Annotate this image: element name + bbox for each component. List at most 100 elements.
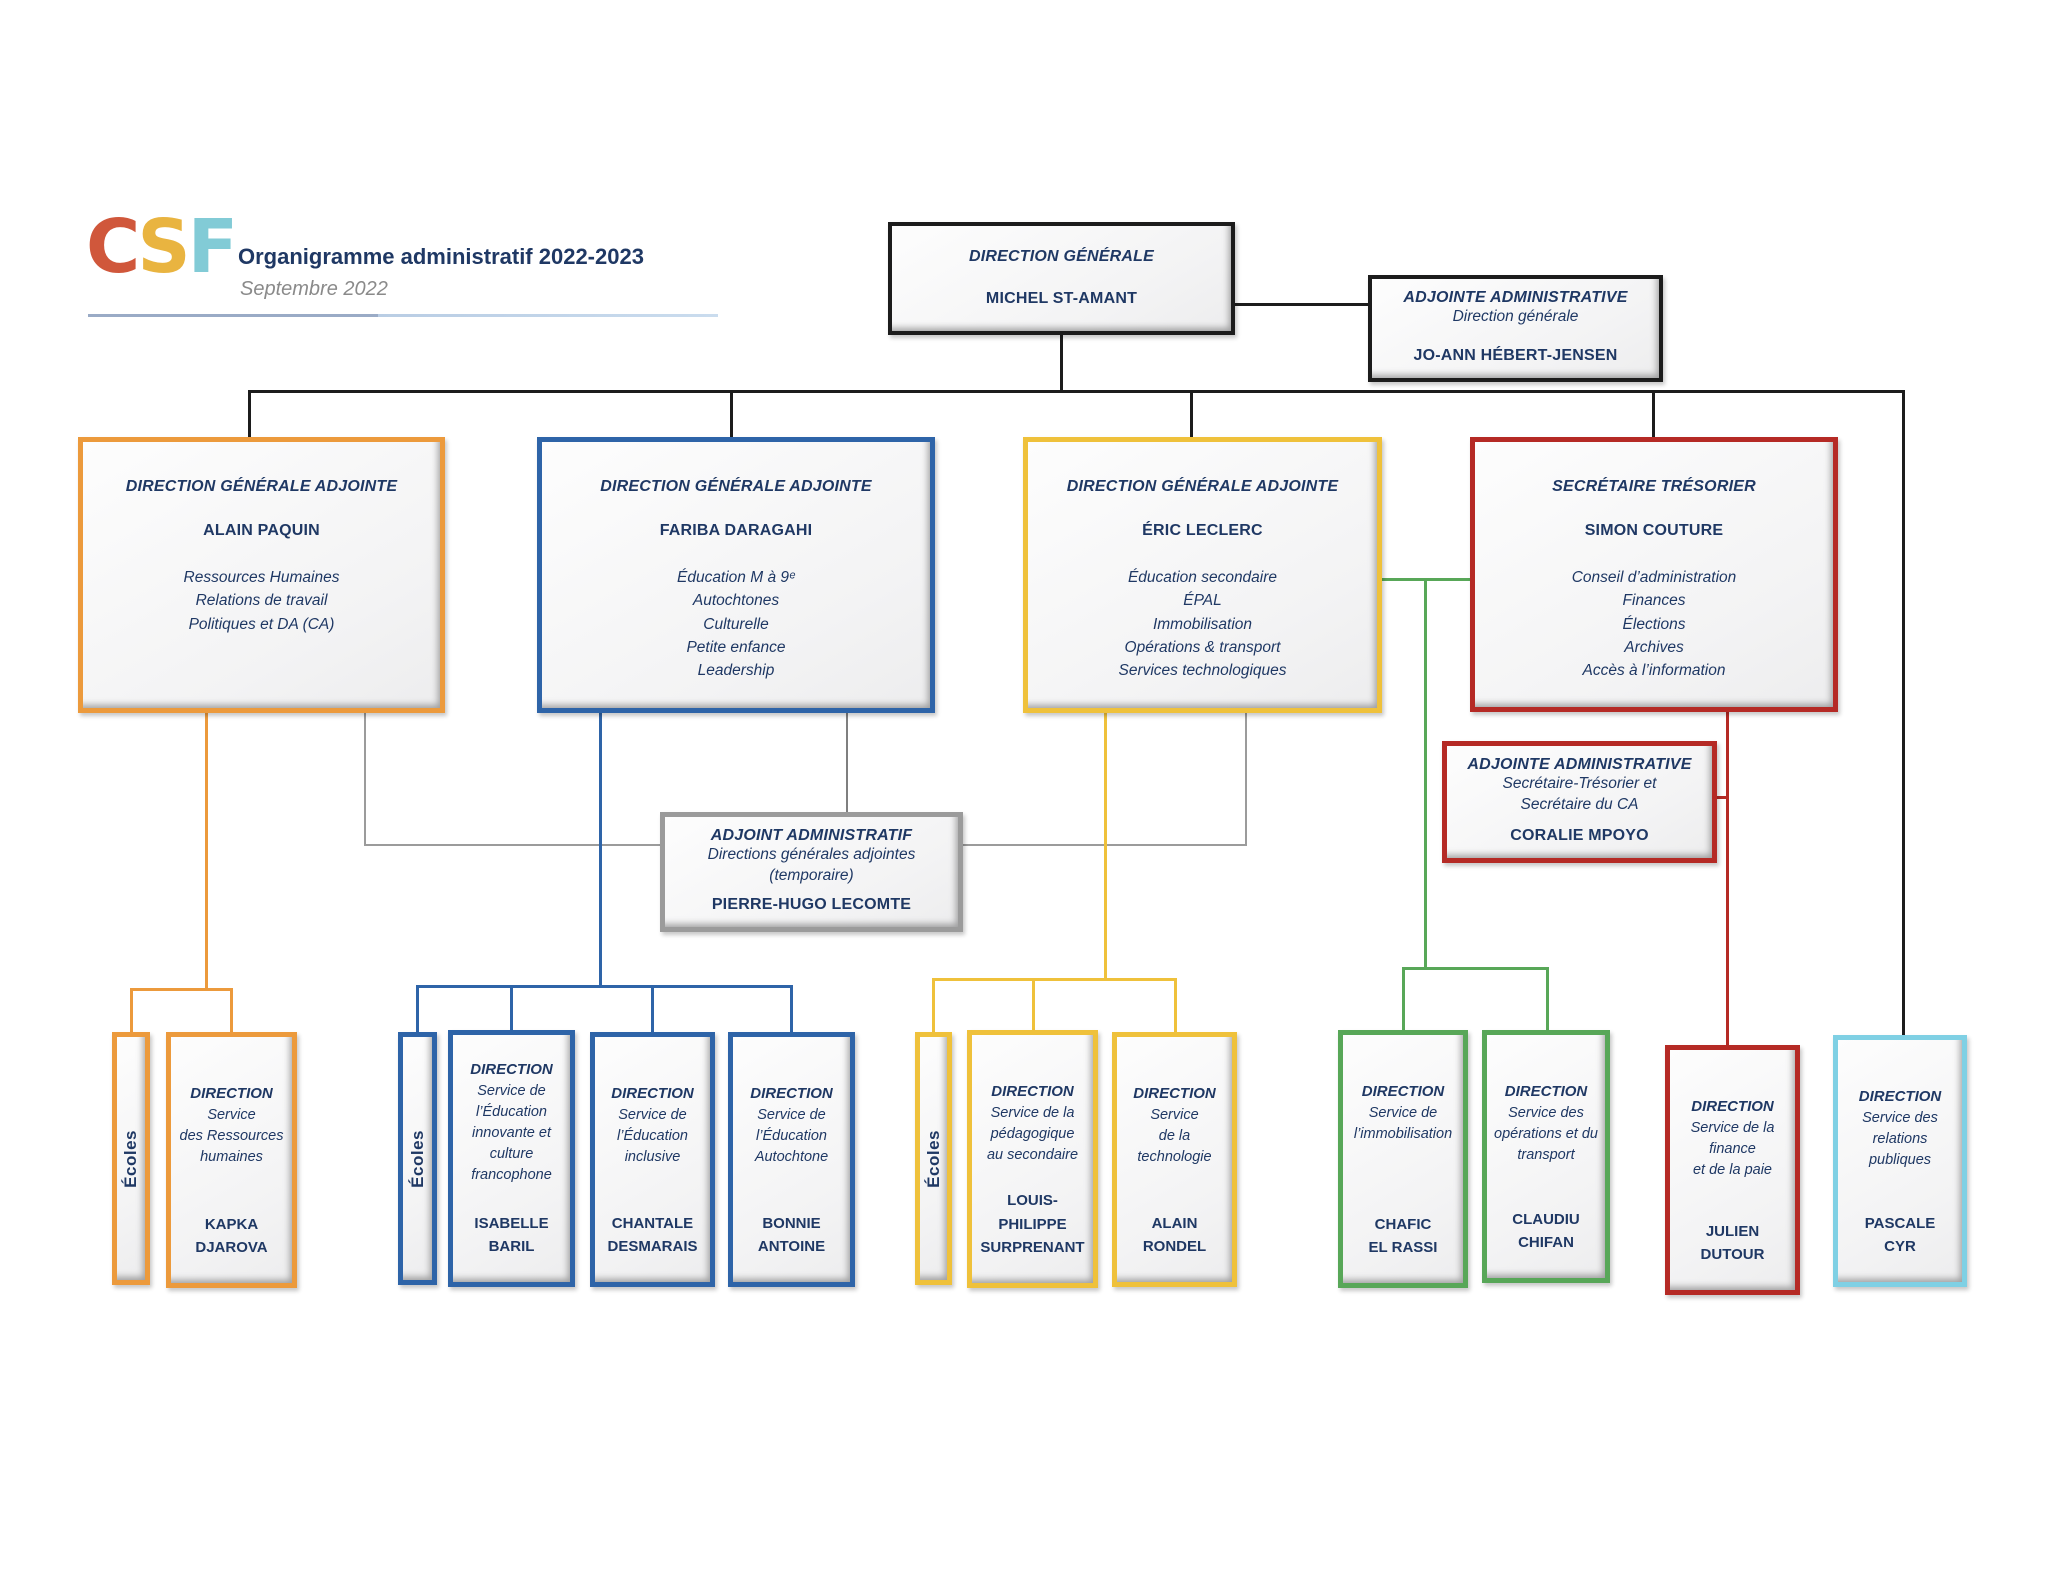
node-title: ADJOINTE ADMINISTRATIVE [1467,756,1692,773]
node-title: DIRECTION GÉNÉRALE ADJOINTE [600,478,872,495]
node-direction-education-innovante: DIRECTION Service de l’Éducation innovan… [448,1030,575,1287]
connector-blue-drop-ecoles [416,985,419,1032]
connector-orange-to-adjoint-v [364,713,366,846]
node-title: ADJOINTE ADMINISTRATIVE [1403,289,1628,306]
connector-orange-down [205,713,208,990]
node-direction-ressources-humaines: DIRECTION Service des Ressources humaine… [166,1032,297,1288]
node-direction-operations-transport: DIRECTION Service des opérations et du t… [1482,1030,1610,1283]
node-title: DIRECTION [190,1085,273,1102]
node-title: ADJOINT ADMINISTRATIF [710,827,913,844]
node-title: DIRECTION [611,1085,694,1102]
node-service: Service de la finance et de la paie [1690,1120,1775,1179]
connector-yellow-drop-ecoles [932,978,935,1032]
connector-dg-to-adjointe [1235,303,1368,306]
node-dga-alain-paquin: DIRECTION GÉNÉRALE ADJOINTE ALAIN PAQUIN… [78,437,445,713]
node-responsibilities: Conseil d’administration Finances Électi… [1571,569,1737,679]
node-title: DIRECTION [1133,1085,1216,1102]
node-person-name: LOUIS-PHILIPPE SURPRENANT [980,1192,1085,1256]
node-secretaire-tresorier: SECRÉTAIRE TRÉSORIER SIMON COUTURE Conse… [1470,437,1838,712]
connector-red-stub-coralie [1717,796,1726,799]
connector-yellow-tee [932,978,1177,981]
node-adjointe-administrative-dg: ADJOINTE ADMINISTRATIVE Direction généra… [1368,275,1663,382]
node-direction-generale: DIRECTION GÉNÉRALE MICHEL ST-AMANT [888,222,1235,335]
page-subtitle: Septembre 2022 [240,278,388,300]
connector-drop-red [1652,390,1655,437]
connector-blue-to-adjoint-v [846,713,848,812]
node-direction-relations-publiques: DIRECTION Service des relations publique… [1833,1035,1967,1287]
node-person-name: ALAIN PAQUIN [203,522,320,539]
node-person-name: BONNIE ANTOINE [757,1214,826,1255]
node-person-name: FARIBA DARAGAHI [659,522,813,539]
connector-green-tee [1402,967,1549,970]
node-dga-fariba-daragahi: DIRECTION GÉNÉRALE ADJOINTE FARIBA DARAG… [537,437,935,713]
node-title: DIRECTION [1361,1083,1445,1100]
connector-blue-down [599,713,602,988]
node-service: Service de l’Éducation innovante et cult… [471,1083,552,1184]
node-person-name: JO-ANN HÉBERT-JENSEN [1413,347,1618,364]
node-person-name: PIERRE-HUGO LECOMTE [711,896,912,913]
node-person-name: SIMON COUTURE [1584,522,1724,539]
connector-drop-yellow [1190,390,1193,437]
node-title: DIRECTION GÉNÉRALE ADJOINTE [125,478,398,495]
node-direction-immobilisation: DIRECTION Service de l’immobilisation CH… [1338,1030,1468,1288]
connector-yellow-down [1104,713,1107,980]
page-title: Organigramme administratif 2022-2023 [238,244,644,269]
node-dga-eric-leclerc: DIRECTION GÉNÉRALE ADJOINTE ÉRIC LECLERC… [1023,437,1382,713]
node-person-name: PASCALE CYR [1864,1214,1936,1255]
node-service: Service de l’immobilisation [1353,1105,1453,1143]
node-adjoint-administratif-dga: ADJOINT ADMINISTRATIF Directions général… [660,812,963,932]
connector-blue-drop-1 [510,985,513,1032]
node-responsibilities: Éducation M à 9ᵉ Autochtones Culturelle … [676,569,795,679]
node-person-name: CHANTALE DESMARAIS [607,1214,698,1255]
ecoles-label: Écoles [923,1129,943,1188]
connector-orange-drop-ecoles [130,988,133,1032]
node-service: Service des Ressources humaines [179,1107,284,1166]
node-title: DIRECTION [470,1061,553,1078]
csf-logo: CSF [86,204,238,290]
node-service: Service des opérations et du transport [1494,1105,1598,1164]
connector-dg-down [1060,335,1063,392]
node-service: Service de la pédagogique au secondaire [986,1105,1079,1164]
ecoles-label: Écoles [121,1129,140,1188]
connector-orange-drop-rh [230,988,233,1032]
node-title: DIRECTION [1691,1098,1774,1115]
node-person-name: CHAFIC EL RASSI [1368,1215,1438,1256]
node-service: Service de l’Éducation inclusive [617,1107,688,1166]
node-ecoles-yellow: Écoles [915,1032,952,1285]
node-title: DIRECTION GÉNÉRALE [969,248,1154,265]
ecoles-label: Écoles [407,1129,427,1188]
node-responsibilities: Ressources Humaines Relations de travail… [183,569,340,633]
node-direction-education-autochtone: DIRECTION Service de l’Éducation Autocht… [728,1032,855,1287]
node-ecoles-orange: Écoles [112,1032,150,1285]
node-subtitle: Secrétaire-Trésorier et Secrétaire du CA [1502,775,1657,813]
node-person-name: ISABELLE BARIL [474,1214,549,1255]
node-service: Service de l’Éducation Autochtone [754,1107,829,1166]
node-title: DIRECTION [750,1085,833,1102]
connector-green-drop-1 [1402,967,1405,1030]
node-person-name: ÉRIC LECLERC [1142,522,1263,539]
connector-blue-tee [416,985,793,988]
logo-letter-s: S [137,204,190,290]
connector-orange-tee [130,988,233,991]
node-direction-pedagogique-secondaire: DIRECTION Service de la pédagogique au s… [967,1030,1098,1288]
node-adjointe-administrative-st: ADJOINTE ADMINISTRATIVE Secrétaire-Tréso… [1442,741,1717,863]
node-title: DIRECTION GÉNÉRALE ADJOINTE [1066,478,1339,495]
node-service: Service des relations publiques [1862,1110,1938,1169]
node-subtitle: Direction générale [1452,308,1579,325]
connector-yellow-drop-2 [1174,978,1177,1032]
connector-yellow-drop-1 [1032,978,1035,1032]
connector-drop-relations-publiques [1902,390,1905,1035]
node-title: SECRÉTAIRE TRÉSORIER [1552,478,1756,495]
connector-green-down [1424,578,1427,970]
node-title: DIRECTION [1504,1083,1588,1100]
node-person-name: CORALIE MPOYO [1510,827,1649,844]
node-service: Service de la technologie [1137,1107,1212,1166]
node-direction-education-inclusive: DIRECTION Service de l’Éducation inclusi… [590,1032,715,1287]
connector-drop-blue [730,390,733,437]
node-subtitle: Directions générales adjointes (temporai… [707,846,916,884]
node-title: DIRECTION [991,1083,1074,1100]
node-direction-finance-paie: DIRECTION Service de la finance et de la… [1665,1045,1800,1295]
header-divider [88,314,718,317]
connector-red-down [1726,712,1729,1045]
